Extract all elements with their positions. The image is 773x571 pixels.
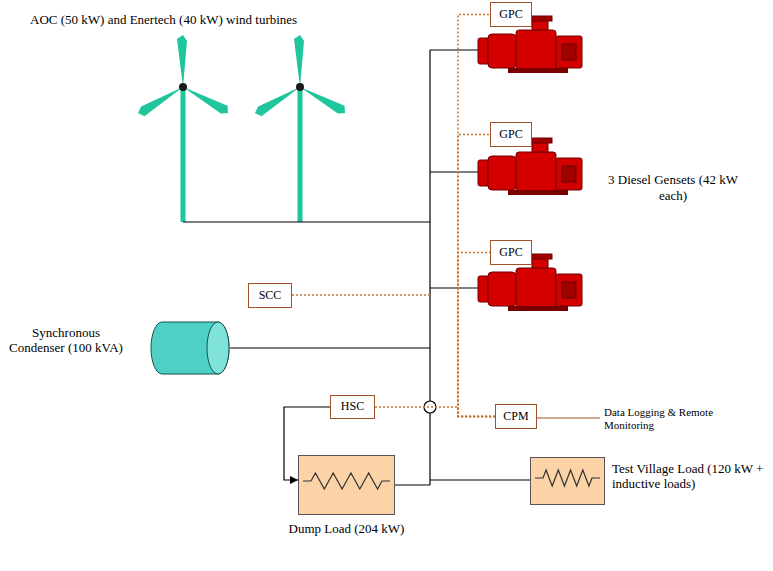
- turbine-tower: [298, 87, 303, 222]
- controller-label: GPC: [499, 246, 522, 260]
- turbine-blade: [177, 35, 187, 87]
- turbine-blade: [136, 84, 186, 119]
- controller-label: SCC: [259, 289, 282, 303]
- cylinder-body: [151, 322, 229, 374]
- component-label: Test Village Load (120 kW + inductive lo…: [612, 462, 770, 492]
- synchronous-condenser: Synchronous Condenser (100 kVA): [150, 320, 230, 376]
- condenser-feeder: [230, 347, 430, 348]
- genset-feeder: [430, 49, 478, 50]
- turbine-rotor: [136, 35, 231, 118]
- dump-load: Dump Load (204 kW): [298, 455, 395, 515]
- component-label: Dump Load (204 kW): [289, 522, 405, 537]
- genset-feeder: [430, 287, 478, 288]
- turbine-blade: [294, 35, 304, 87]
- cylinder-end: [207, 322, 229, 374]
- turbine-rotor: [253, 35, 348, 118]
- controller-box: SCC: [248, 283, 292, 308]
- control-line: [458, 135, 495, 417]
- control-line: [375, 407, 495, 417]
- turbine-hub: [179, 83, 187, 91]
- turbine-blade: [253, 84, 303, 119]
- wind-turbines: [136, 35, 348, 222]
- monitoring-label: Data Logging & Remote Monitoring: [604, 406, 764, 432]
- controller-label: GPC: [499, 8, 522, 22]
- genset-feeder: [430, 171, 478, 172]
- crossing-hop: [424, 401, 436, 413]
- power-bus: [183, 50, 530, 485]
- control-line: [458, 253, 495, 417]
- controller-box: GPC: [490, 2, 532, 27]
- data-link-line: [537, 417, 600, 418]
- control-line: [458, 15, 495, 417]
- turbine-feeder: [183, 221, 430, 222]
- controller-label: HSC: [341, 400, 364, 414]
- main-bus: [429, 50, 430, 485]
- controller-label: CPM: [503, 410, 528, 424]
- component-label: Synchronous Condenser (100 kVA): [4, 326, 128, 356]
- turbine-label: AOC (50 kW) and Enertech (40 kW) wind tu…: [30, 12, 370, 28]
- controller-box: GPC: [490, 240, 532, 265]
- resistor-zigzag: [535, 470, 600, 486]
- turbine-hub: [296, 83, 304, 91]
- condenser-outline: [150, 320, 230, 376]
- turbine-tower: [181, 87, 186, 222]
- controller-box: HSC: [330, 395, 375, 419]
- turbine-blade: [298, 82, 348, 117]
- controller-box: GPC: [490, 122, 532, 147]
- village-load-feeder: [430, 479, 530, 480]
- control-line: [292, 294, 430, 296]
- resistor-symbol: [531, 458, 604, 504]
- controller-label: GPC: [499, 128, 522, 142]
- dump-load-feeder: [395, 484, 430, 485]
- resistor-zigzag: [303, 473, 390, 489]
- turbine-blade: [181, 82, 231, 117]
- controller-box: CPM: [495, 404, 537, 429]
- village-load: Test Village Load (120 kW + inductive lo…: [530, 457, 605, 505]
- resistor-symbol: [299, 456, 394, 514]
- genset-label: 3 Diesel Gensets (42 kW each): [598, 172, 748, 203]
